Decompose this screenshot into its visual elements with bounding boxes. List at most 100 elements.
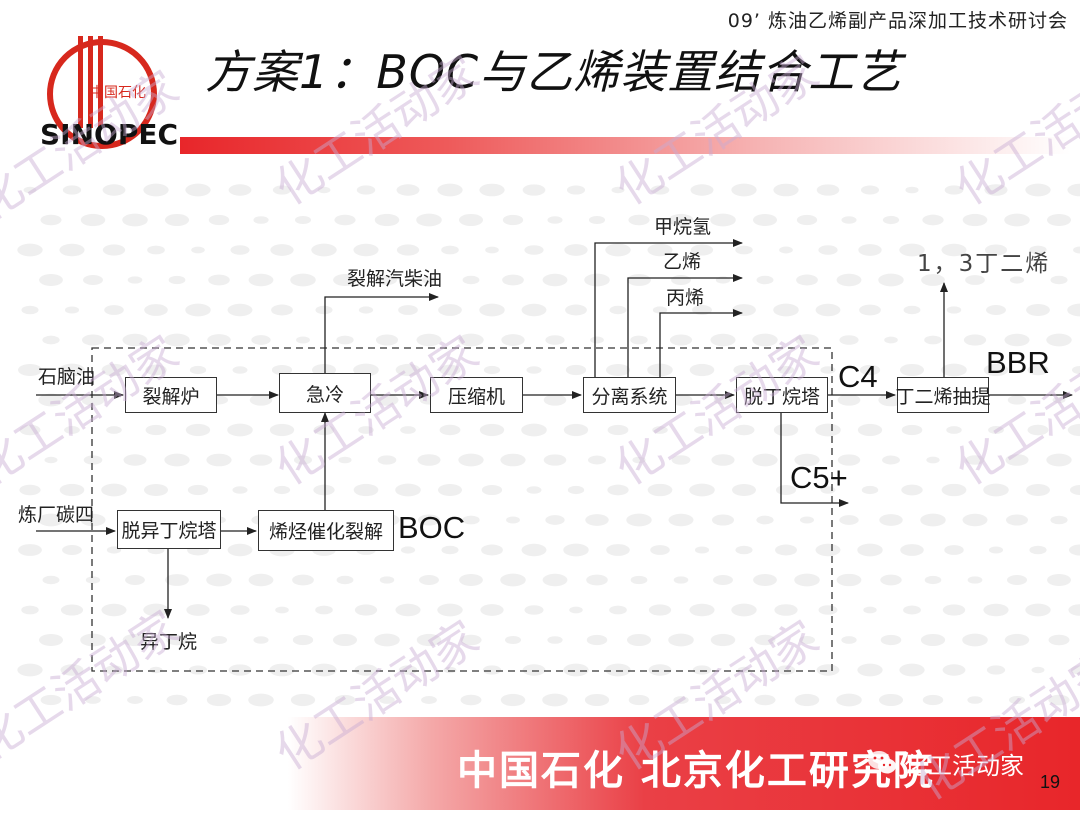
background-dot: [673, 696, 689, 704]
background-dot: [799, 636, 815, 644]
background-dot: [290, 273, 316, 287]
background-dot: [210, 635, 228, 645]
background-dot: [336, 335, 354, 345]
account-name: 化工活动家: [904, 751, 1024, 780]
background-dot: [524, 245, 544, 255]
background-dot: [207, 334, 231, 346]
background-dot: [206, 573, 232, 587]
background-dot: [400, 426, 416, 434]
background-dot: [85, 576, 101, 584]
background-dot: [522, 664, 546, 676]
label-naphtha: 石脑油: [38, 366, 96, 388]
background-dot: [1026, 304, 1050, 316]
background-dot: [984, 244, 1008, 256]
label-c4: C4: [838, 359, 878, 394]
conference-note: 09’ 炼油乙烯副产品深加工技术研讨会: [727, 10, 1068, 32]
background-dot: [962, 213, 988, 227]
background-dot: [794, 573, 820, 587]
background-dot: [38, 633, 64, 647]
background-dot: [227, 303, 253, 317]
background-dot: [988, 546, 1004, 554]
background-dot: [354, 604, 378, 616]
background-dot: [983, 363, 1009, 377]
label-isobutane: 异丁烷: [140, 631, 198, 653]
background-dot: [147, 245, 165, 255]
background-dot: [689, 603, 715, 617]
background-dot: [269, 423, 295, 437]
background-dot: [1025, 183, 1051, 197]
background-dot: [164, 453, 190, 467]
background-dot: [80, 633, 106, 647]
background-dot: [836, 693, 862, 707]
background-dot: [752, 453, 778, 467]
background-dot: [23, 186, 37, 194]
background-dot: [101, 483, 127, 497]
background-dot: [441, 545, 459, 555]
background-dot: [733, 364, 755, 376]
background-dot: [1069, 544, 1080, 556]
background-dot: [673, 576, 689, 584]
background-dot: [253, 636, 269, 644]
background-dot: [60, 604, 84, 616]
background-dot: [38, 513, 64, 527]
background-dot: [1029, 245, 1047, 255]
background-dot: [1050, 275, 1068, 285]
background-dot: [416, 633, 442, 647]
background-dot: [521, 543, 547, 557]
background-dot: [941, 363, 967, 377]
wechat-icon: [868, 751, 896, 774]
background-dot: [986, 305, 1006, 315]
background-dot: [715, 696, 731, 704]
background-dot: [377, 455, 397, 465]
background-dot: [899, 243, 925, 257]
background-dot: [818, 245, 838, 255]
background-dot: [122, 213, 148, 227]
page-number: 19: [1040, 772, 1061, 792]
background-dot: [19, 484, 41, 496]
background-dot: [375, 394, 399, 406]
background-dot: [164, 213, 190, 227]
background-dot: [17, 663, 43, 677]
background-dot: [400, 546, 416, 554]
background-dot: [626, 633, 652, 647]
background-dot: [669, 334, 693, 346]
background-dot: [779, 246, 793, 254]
background-dot: [942, 604, 966, 616]
background-dot: [227, 543, 253, 557]
background-dot: [941, 243, 967, 257]
background-dot: [752, 333, 778, 347]
background-dot: [127, 696, 143, 704]
background-dot: [1069, 484, 1080, 496]
background-dot: [920, 633, 946, 647]
background-dot: [417, 514, 441, 526]
background-dot: [122, 633, 148, 647]
background-dot: [648, 604, 672, 616]
box-deisobutanizer: 脱异丁烷塔: [117, 510, 221, 549]
background-dot: [81, 334, 105, 346]
background-dot: [796, 274, 818, 286]
background-dot: [145, 364, 167, 376]
background-dot: [125, 575, 145, 585]
background-dot: [1048, 694, 1070, 706]
background-dot: [606, 544, 630, 556]
background-dot: [42, 575, 60, 585]
background-dot: [19, 424, 41, 436]
background-dot: [59, 243, 85, 257]
background-dot: [395, 483, 421, 497]
page-title: 方案1：BOC与乙烯装置结合工艺: [205, 45, 903, 99]
background-dot: [563, 423, 589, 437]
background-dot: [630, 575, 648, 585]
background-dot: [922, 214, 944, 226]
background-dot: [965, 275, 985, 285]
background-dot: [186, 604, 210, 616]
background-dot: [563, 663, 589, 677]
background-dot: [900, 544, 924, 556]
box-olefin-catalytic-cracking: 烯烃催化裂解: [258, 510, 394, 551]
background-dot: [837, 454, 861, 466]
background-dot: [248, 273, 274, 287]
background-dot: [290, 693, 316, 707]
background-dot: [941, 483, 967, 497]
background-dot: [228, 184, 252, 196]
background-dot: [652, 306, 668, 314]
arrow-methane-hydrogen: [594, 239, 743, 378]
